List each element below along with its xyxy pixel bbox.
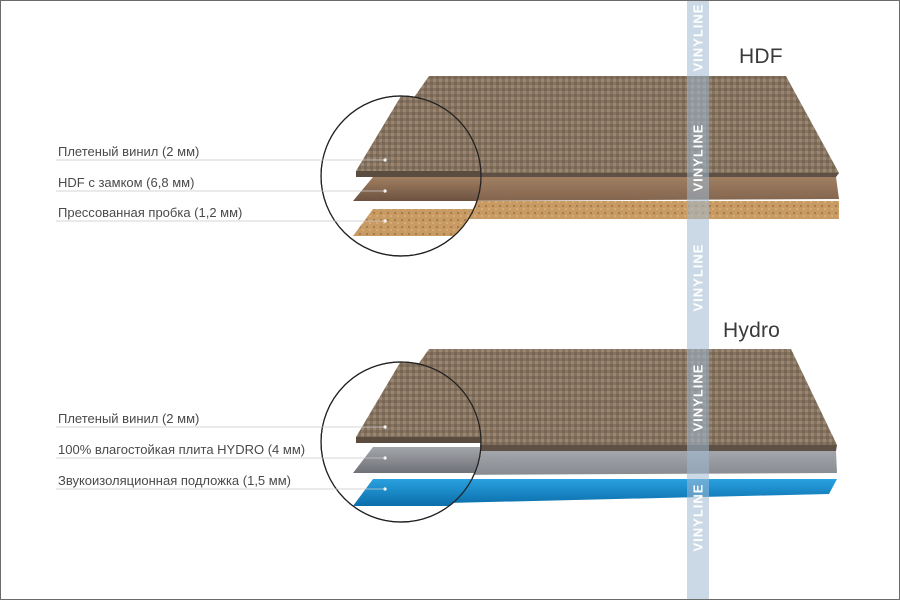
hydro-product-stack (56, 349, 837, 523)
hydro-layer-label-vinyl: Плетеный винил (2 мм) (58, 411, 200, 426)
hdf-layer-label-vinyl: Плетеный винил (2 мм) (58, 144, 200, 159)
hdf-layer-label-cork: Прессованная пробка (1,2 мм) (58, 205, 243, 220)
watermark-text: VINYLINE (690, 3, 706, 71)
hydro-vinyl-layer (361, 349, 837, 445)
watermark-text: VINYLINE (690, 483, 706, 551)
watermark-text: VINYLINE (690, 363, 706, 431)
hdf-cork-layer (356, 201, 839, 219)
watermark-text: VINYLINE (690, 243, 706, 311)
hydro-title: Hydro (723, 319, 781, 342)
hdf-product-stack (56, 76, 839, 257)
hdf-layer-label-board: HDF с замком (6,8 мм) (58, 175, 195, 190)
hydro-board-layer (361, 451, 837, 497)
watermark-text: VINYLINE (690, 123, 706, 191)
hdf-vinyl-layer (361, 76, 839, 173)
hydro-layer-label-board: 100% влагостойкая плита HYDRO (4 мм) (58, 442, 306, 457)
hydro-layer-label-underlay: Звукоизоляционная подложка (1,5 мм) (58, 473, 291, 488)
watermark-band: VINYLINE VINYLINE VINYLINE VINYLINE VINY… (687, 1, 709, 599)
hdf-title: HDF (739, 45, 783, 68)
hydro-underlay-layer (363, 479, 837, 505)
